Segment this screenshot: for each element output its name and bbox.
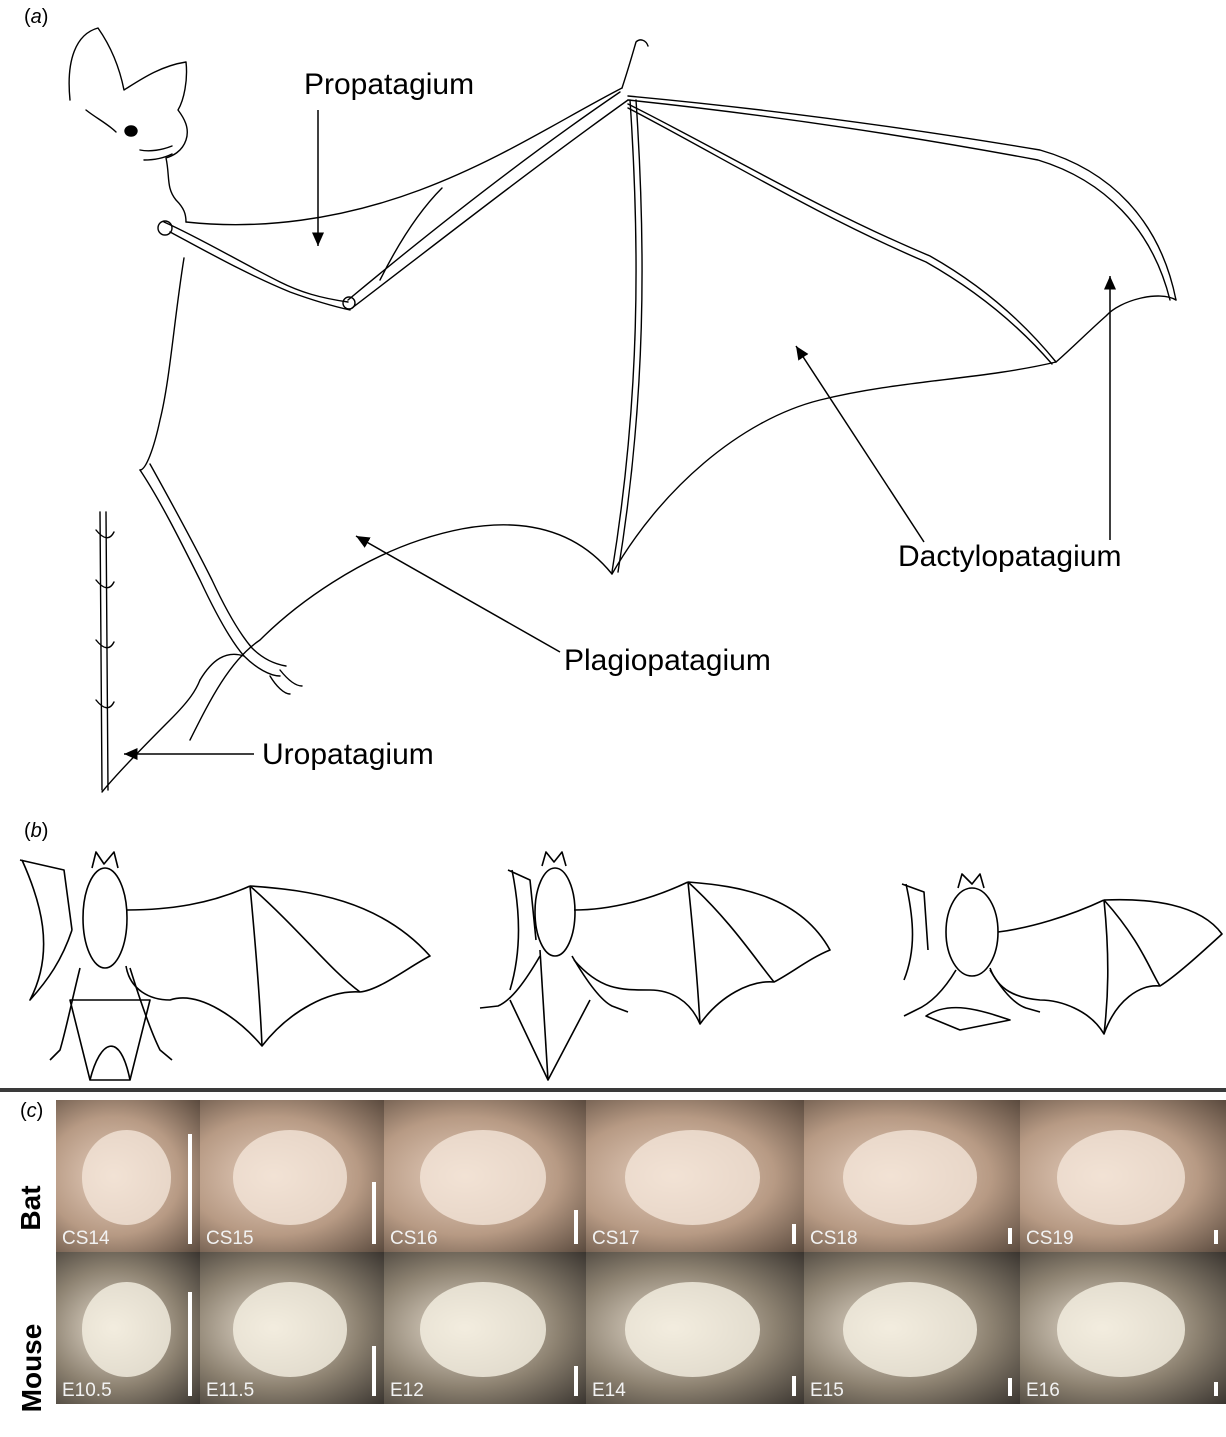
stage-label: CS15 [206, 1228, 254, 1250]
uropatagium-edge [102, 680, 200, 792]
stage-label: CS16 [390, 1228, 438, 1250]
limb-bud [843, 1282, 977, 1376]
bat-silhouette-1 [20, 852, 430, 1080]
stage-label: CS14 [62, 1228, 110, 1250]
scale-bar [188, 1292, 192, 1396]
bat-head-outline [69, 28, 187, 222]
photo-tile-e10-5: E10.5 [56, 1252, 200, 1404]
limb-bud [233, 1282, 347, 1376]
label-propatagium: Propatagium [304, 68, 474, 102]
scale-bar [792, 1376, 796, 1396]
scale-bar [1008, 1378, 1012, 1396]
photo-tile-e16: E16 [1020, 1252, 1226, 1404]
scale-bar [792, 1224, 796, 1244]
photo-tile-e11-5: E11.5 [200, 1252, 384, 1404]
bat-digit-2 [628, 96, 1176, 300]
scale-bar [188, 1134, 192, 1244]
photo-tile-cs15: CS15 [200, 1100, 384, 1252]
label-uropatagium: Uropatagium [262, 738, 434, 772]
photo-tile-e12: E12 [384, 1252, 586, 1404]
limb-bud [420, 1282, 545, 1376]
stage-label: E16 [1026, 1380, 1060, 1402]
bat-eye [125, 126, 137, 136]
dactylopatagium-edge [1056, 296, 1176, 362]
stage-label: CS19 [1026, 1228, 1074, 1250]
scale-bar [1214, 1230, 1218, 1244]
bat-humerus [164, 222, 348, 302]
stage-label: E12 [390, 1380, 424, 1402]
stage-label: E10.5 [62, 1380, 112, 1402]
limb-bud [625, 1130, 760, 1224]
bat-tail [100, 512, 108, 790]
row-label-mouse: Mouse [16, 1318, 48, 1418]
limb-bud [233, 1130, 347, 1224]
limb-bud [1057, 1282, 1185, 1376]
scale-bar [574, 1366, 578, 1396]
photo-tile-cs18: CS18 [804, 1100, 1020, 1252]
bat-silhouettes [0, 840, 1226, 1100]
photo-tile-e14: E14 [586, 1252, 804, 1404]
bat-silhouette-3 [902, 874, 1222, 1034]
stage-label: CS18 [810, 1228, 858, 1250]
panel-c-letter: (c) [20, 1100, 43, 1123]
scale-bar [1008, 1228, 1012, 1244]
bat-body-outline [140, 258, 184, 470]
stage-label: CS17 [592, 1228, 640, 1250]
stage-label: E11.5 [206, 1380, 254, 1402]
limb-bud [843, 1130, 977, 1224]
bat-forearm [348, 92, 620, 300]
arrow-dactylopatagium-a [796, 346, 924, 542]
bat-leg [140, 470, 280, 676]
limb-bud [82, 1130, 171, 1224]
stage-label: E15 [810, 1380, 844, 1402]
photo-tile-cs19: CS19 [1020, 1100, 1226, 1252]
limb-bud [625, 1282, 760, 1376]
photo-tile-cs14: CS14 [56, 1100, 200, 1252]
scale-bar [574, 1210, 578, 1244]
photo-tile-cs16: CS16 [384, 1100, 586, 1252]
propatagium-edge [186, 88, 622, 225]
arrow-plagiopatagium [356, 536, 560, 652]
limb-bud [420, 1130, 545, 1224]
scale-bar [372, 1346, 376, 1396]
bat-silhouette-2 [480, 852, 830, 1080]
label-dactylopatagium: Dactylopatagium [898, 540, 1121, 574]
bat-wing-diagram [0, 0, 1226, 820]
bat-thumb [622, 40, 648, 88]
label-plagiopatagium: Plagiopatagium [564, 644, 771, 678]
scale-bar [1214, 1382, 1218, 1396]
plagiopatagium-edge [190, 525, 612, 740]
row-label-bat: Bat [15, 1173, 47, 1243]
limb-bud [82, 1282, 171, 1376]
limb-bud [1057, 1130, 1185, 1224]
scale-bar [372, 1182, 376, 1244]
stage-label: E14 [592, 1380, 626, 1402]
photo-tile-e15: E15 [804, 1252, 1020, 1404]
bat-digit-4 [612, 100, 636, 572]
photo-tile-cs17: CS17 [586, 1100, 804, 1252]
